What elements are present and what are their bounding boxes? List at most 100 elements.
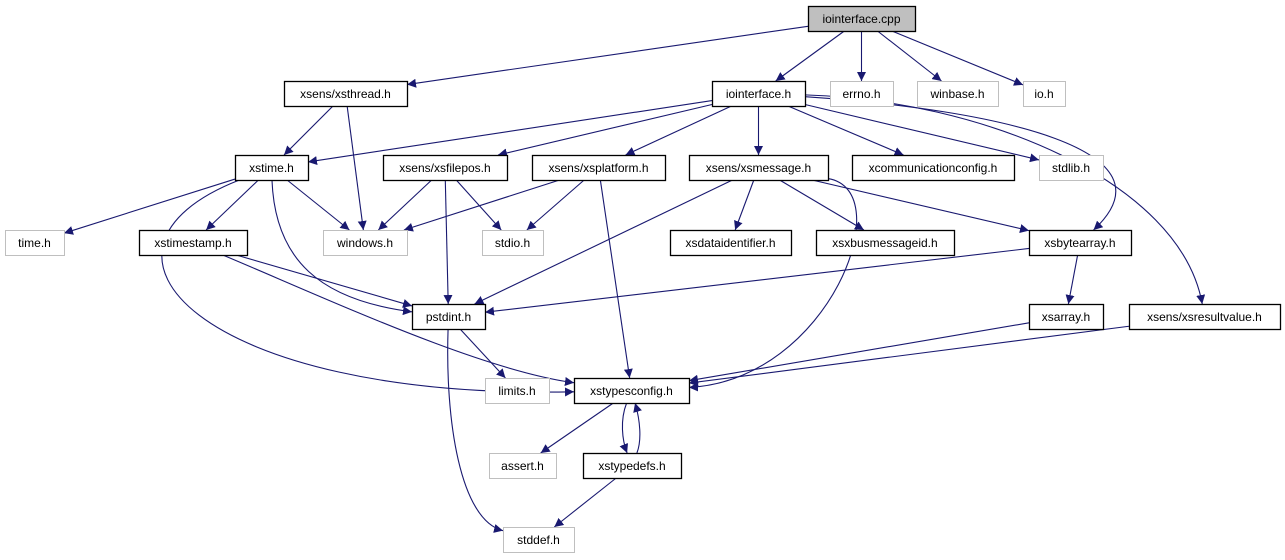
node-box	[1128, 303, 1282, 331]
node-box	[489, 453, 557, 479]
node-box	[283, 80, 409, 108]
node-label: stddef.h	[517, 533, 560, 547]
edge-ioh-to-xcomm	[787, 105, 904, 156]
node-xsplatform[interactable]: xsens/xsplatform.h	[531, 154, 667, 182]
edge-cpp-to-io	[891, 30, 1024, 86]
edge-xstime-to-windows	[286, 179, 350, 231]
node-box	[582, 452, 683, 480]
edge-xstime-to-xstypesconfig	[161, 179, 575, 397]
node-xsxbus[interactable]: xsxbusmessageid.h	[815, 229, 956, 257]
node-box	[917, 81, 999, 107]
node-label: assert.h	[501, 459, 544, 473]
edge-xstypesconfig-to-xstypedefs	[619, 402, 629, 454]
edge-ioh-to-xsfilepos	[497, 103, 713, 158]
node-box	[711, 80, 807, 108]
node-xstime[interactable]: xstime.h	[234, 154, 310, 182]
node-xcomm[interactable]: xcommunicationconfig.h	[851, 154, 1016, 182]
node-cpp[interactable]: iointerface.cpp	[807, 5, 917, 33]
node-ioh[interactable]: iointerface.h	[711, 80, 807, 108]
node-box	[503, 527, 575, 553]
node-xsthread[interactable]: xsens/xsthread.h	[283, 80, 409, 108]
node-box	[485, 378, 550, 404]
node-label: xsbytearray.h	[1044, 236, 1115, 250]
node-io: io.h	[1023, 81, 1066, 107]
node-xsbytearray[interactable]: xsbytearray.h	[1028, 229, 1133, 257]
edge-xsfilepos-to-windows	[377, 179, 433, 231]
node-label: xsens/xsresultvalue.h	[1147, 310, 1262, 324]
node-assert: assert.h	[489, 453, 557, 479]
node-box	[1028, 303, 1105, 331]
node-box	[830, 81, 894, 107]
node-label: xstimestamp.h	[154, 236, 231, 250]
edge-cpp-to-xsthread	[406, 25, 809, 88]
node-errno: errno.h	[830, 81, 894, 107]
edge-xstime-to-xstimestamp	[205, 179, 259, 231]
node-xsresult[interactable]: xsens/xsresultvalue.h	[1128, 303, 1282, 331]
node-label: time.h	[18, 236, 51, 250]
node-label: xsdataidentifier.h	[685, 236, 775, 250]
edge-xsbytearray-to-pstdint	[484, 247, 1030, 316]
edge-xstime-to-time	[63, 178, 236, 235]
edge-xsplatform-to-xstypesconfig	[599, 179, 633, 379]
edge-xsmessage-to-xsdataid	[734, 179, 755, 231]
node-stdlib: stdlib.h	[1039, 155, 1104, 181]
node-xsmessage[interactable]: xsens/xsmessage.h	[688, 154, 830, 182]
node-box	[688, 154, 830, 182]
node-box	[411, 303, 487, 331]
edge-xstypesconfig-to-assert	[540, 402, 614, 454]
edge-xsmessage-to-xsxbus	[779, 179, 865, 231]
node-label: errno.h	[842, 87, 880, 101]
node-label: xsxbusmessageid.h	[832, 236, 937, 250]
edge-ioh-to-xstime	[307, 100, 713, 166]
node-label: xsens/xsfilepos.h	[399, 161, 490, 175]
node-xstypesconfig[interactable]: xstypesconfig.h	[573, 377, 691, 405]
node-box	[323, 230, 408, 256]
node-label: xstypedefs.h	[598, 459, 665, 473]
node-xstypedefs[interactable]: xstypedefs.h	[582, 452, 683, 480]
node-box	[815, 229, 956, 257]
node-limits: limits.h	[485, 378, 550, 404]
edge-pstdint-to-stddef	[447, 328, 504, 533]
node-label: pstdint.h	[426, 310, 471, 324]
edge-ioh-to-stdlib	[804, 103, 1040, 163]
edge-cpp-to-winbase	[877, 30, 942, 82]
edges-layer	[63, 25, 1206, 533]
node-box	[1023, 81, 1066, 107]
edge-xsmessage-to-xsbytearray	[811, 179, 1030, 233]
edge-cpp-to-ioh	[775, 30, 845, 82]
edge-xsplatform-to-windows	[403, 179, 560, 232]
node-box	[482, 230, 544, 256]
node-stdio: stdio.h	[482, 230, 544, 256]
node-time: time.h	[5, 230, 65, 256]
node-label: winbase.h	[929, 87, 984, 101]
edge-xstypedefs-to-stddef	[553, 477, 617, 528]
edge-xsfilepos-to-pstdint	[443, 179, 453, 305]
edge-xsmessage-to-pstdint	[474, 179, 733, 305]
edge-xsbytearray-to-xsarray	[1065, 254, 1079, 305]
node-box	[1028, 229, 1133, 257]
node-label: xstime.h	[249, 161, 294, 175]
node-xstimestamp[interactable]: xstimestamp.h	[138, 229, 249, 257]
node-box	[234, 154, 310, 182]
node-xsdataid[interactable]: xsdataidentifier.h	[669, 229, 793, 257]
edge-ioh-to-xsresult	[804, 94, 1206, 305]
node-label: iointerface.cpp	[822, 12, 900, 26]
node-label: xsens/xsmessage.h	[706, 161, 811, 175]
edge-xsmessage-to-xstypesconfig	[688, 178, 858, 392]
node-box	[669, 229, 793, 257]
node-label: io.h	[1034, 87, 1053, 101]
node-xsfilepos[interactable]: xsens/xsfilepos.h	[382, 154, 509, 182]
node-box	[531, 154, 667, 182]
node-box	[1039, 155, 1104, 181]
edge-xstime-to-pstdint	[271, 179, 413, 316]
edge-xsthread-to-windows	[346, 105, 367, 231]
edge-pstdint-to-limits	[459, 328, 506, 379]
node-label: limits.h	[498, 384, 535, 398]
node-label: windows.h	[336, 236, 393, 250]
node-box	[807, 5, 917, 33]
node-pstdint[interactable]: pstdint.h	[411, 303, 487, 331]
nodes-layer: iointerface.cpp xsens/xsthread.h iointerfa…	[5, 5, 1282, 553]
node-xsarray[interactable]: xsarray.h	[1028, 303, 1105, 331]
node-label: xsarray.h	[1042, 310, 1090, 324]
